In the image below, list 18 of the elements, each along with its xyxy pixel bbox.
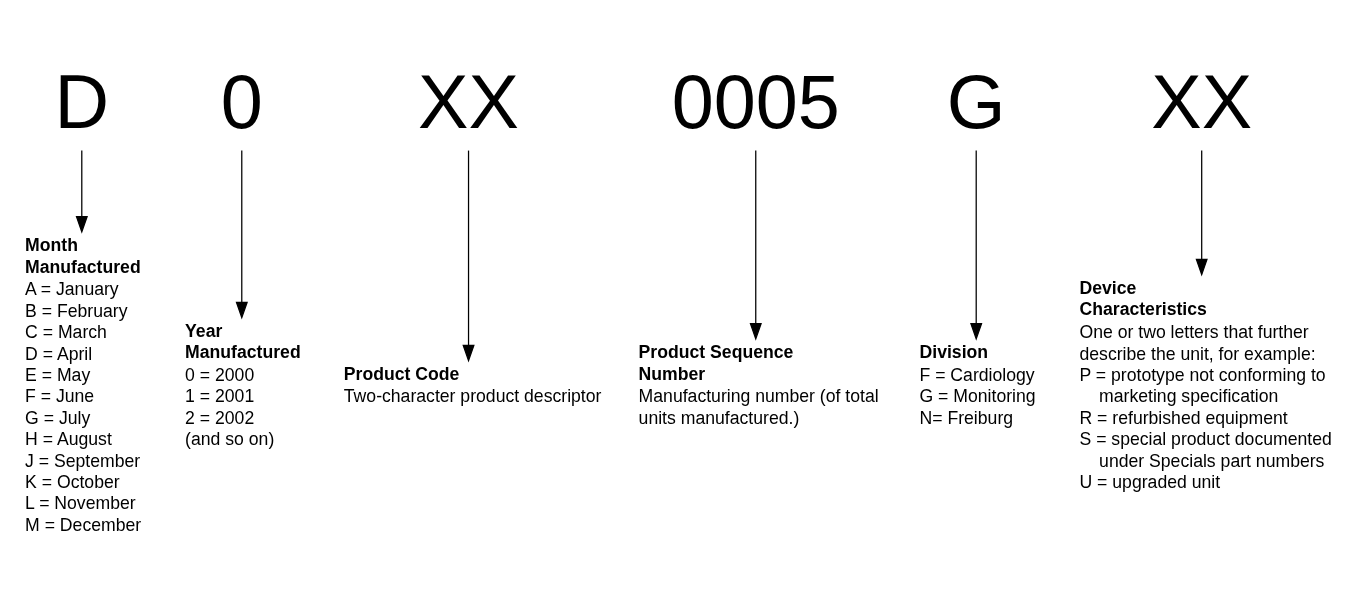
node-text: Product Sequence Number Manufacturing number (of total units manufactured.) — [638, 342, 879, 428]
arrow — [75, 149, 88, 234]
arrow — [749, 149, 762, 341]
node-text: Product Code Two-character product descriptor — [343, 363, 602, 407]
node-text: XX — [418, 59, 519, 144]
node-text: Division F = Cardiology G = Monitoring N= Freiburg — [919, 342, 1036, 428]
arrow — [970, 149, 983, 341]
node-text: Device Characteristics One or two letters that further describe the unit, for example: P = prototype not conforming to marketing specification R = refurbished equipment S = special product documented under Specials part numbers U = upgraded unit — [1079, 278, 1332, 493]
node-text: 0 — [220, 59, 263, 144]
arrow — [235, 149, 248, 320]
arrow — [1195, 149, 1208, 277]
node-text: XX — [1151, 59, 1253, 144]
node-text: Month Manufactured A = January B = February C = March D = April E = May F = June G = July H = August J = September K = October L = November M = December — [25, 235, 142, 535]
node-text: G — [946, 59, 1006, 144]
node-text: D — [54, 59, 110, 144]
node-text: Year Manufactured 0 = 2000 1 = 2001 2 = 2002 (and so on) — [185, 320, 301, 450]
node-text: 0005 — [671, 59, 840, 144]
arrow — [462, 149, 475, 363]
